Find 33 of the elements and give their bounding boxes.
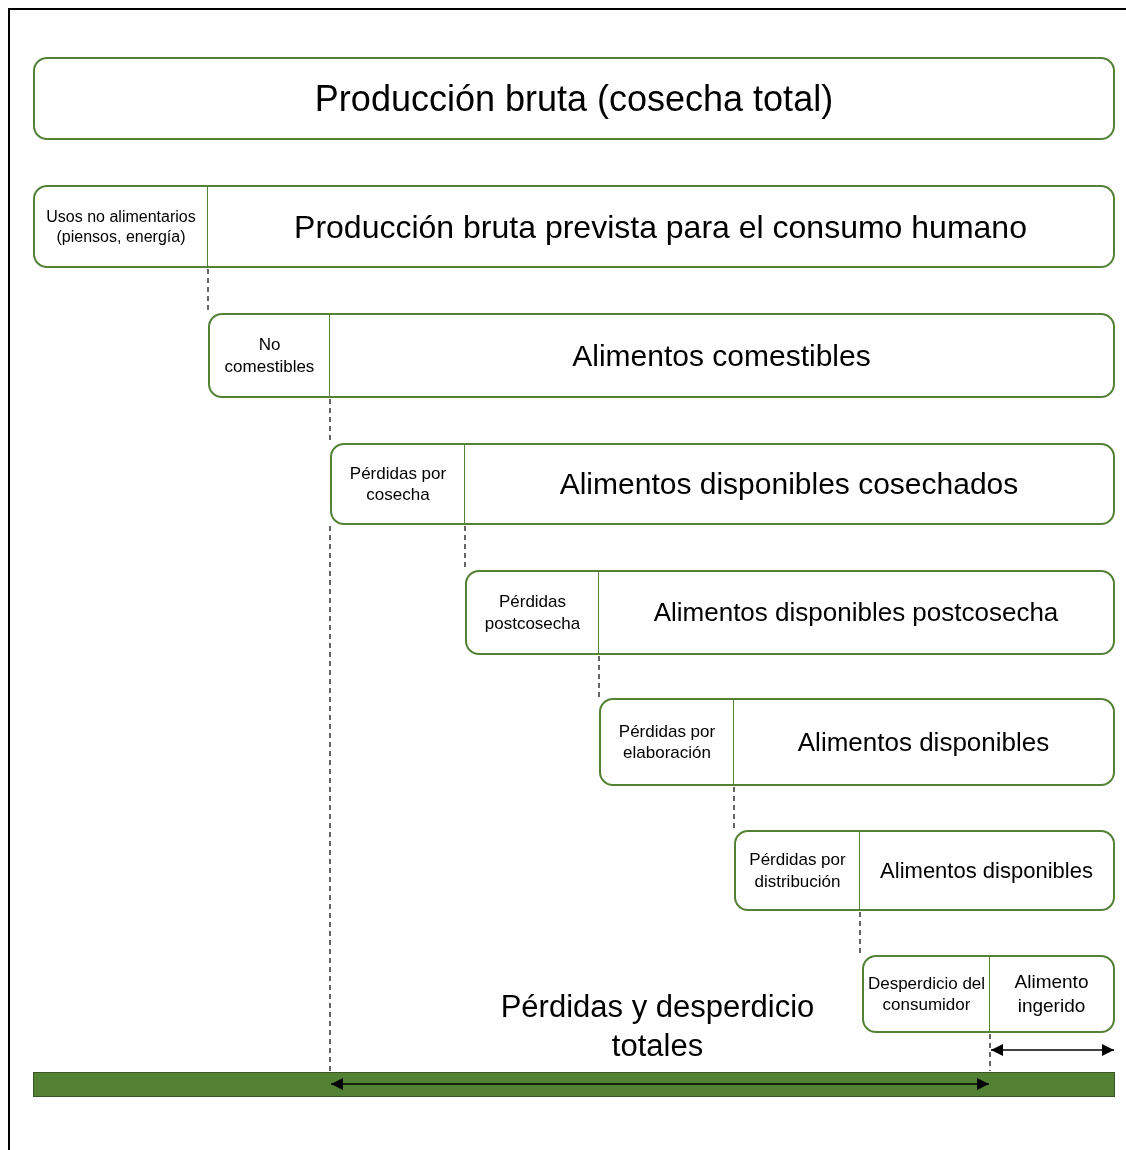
loss-label: Pérdidas por distribución bbox=[748, 849, 847, 892]
loss-label: Pérdidas por cosecha bbox=[348, 462, 448, 506]
loss-label: Desperdicio del consumidor bbox=[866, 972, 987, 1016]
total-loss-label: Pérdidas y desperdicio totales bbox=[499, 988, 816, 1065]
loss-label: Usos no alimentarios (piensos, energía) bbox=[45, 206, 197, 247]
guide-line bbox=[329, 398, 331, 443]
guide-line bbox=[464, 525, 466, 570]
guide-line bbox=[859, 911, 861, 955]
guide-line bbox=[207, 268, 209, 313]
stage-title: Alimentos disponibles bbox=[797, 725, 1050, 759]
stage-box bbox=[208, 313, 1115, 398]
stage-title: Alimentos disponibles cosechados bbox=[559, 466, 1019, 503]
loss-label: Pérdidas postcosecha bbox=[483, 591, 582, 634]
stage-box bbox=[734, 830, 1115, 911]
loss-label: Pérdidas por elaboración bbox=[617, 720, 717, 764]
stage-box bbox=[465, 570, 1115, 655]
guide-line bbox=[733, 786, 735, 830]
stage-title: Alimentos disponibles postcosecha bbox=[653, 596, 1059, 629]
stage-box bbox=[862, 955, 1115, 1033]
guide-line bbox=[598, 655, 600, 698]
stage-title: Producción bruta prevista para el consumo humano bbox=[294, 207, 1027, 247]
stage-title: Alimento ingerido bbox=[1013, 970, 1090, 1018]
guide-line bbox=[989, 1033, 991, 1072]
stage-title: Alimentos disponibles bbox=[880, 856, 1093, 885]
stage-title: Alimentos comestibles bbox=[572, 337, 871, 374]
stage-box bbox=[33, 185, 1115, 268]
stage-box bbox=[33, 57, 1115, 140]
total-bar bbox=[33, 1072, 1115, 1097]
stage-box bbox=[599, 698, 1115, 786]
loss-label: No comestibles bbox=[223, 334, 316, 377]
stage-title: Producción bruta (cosecha total) bbox=[314, 77, 834, 121]
guide-line bbox=[329, 525, 331, 1072]
stage-box bbox=[330, 443, 1115, 525]
